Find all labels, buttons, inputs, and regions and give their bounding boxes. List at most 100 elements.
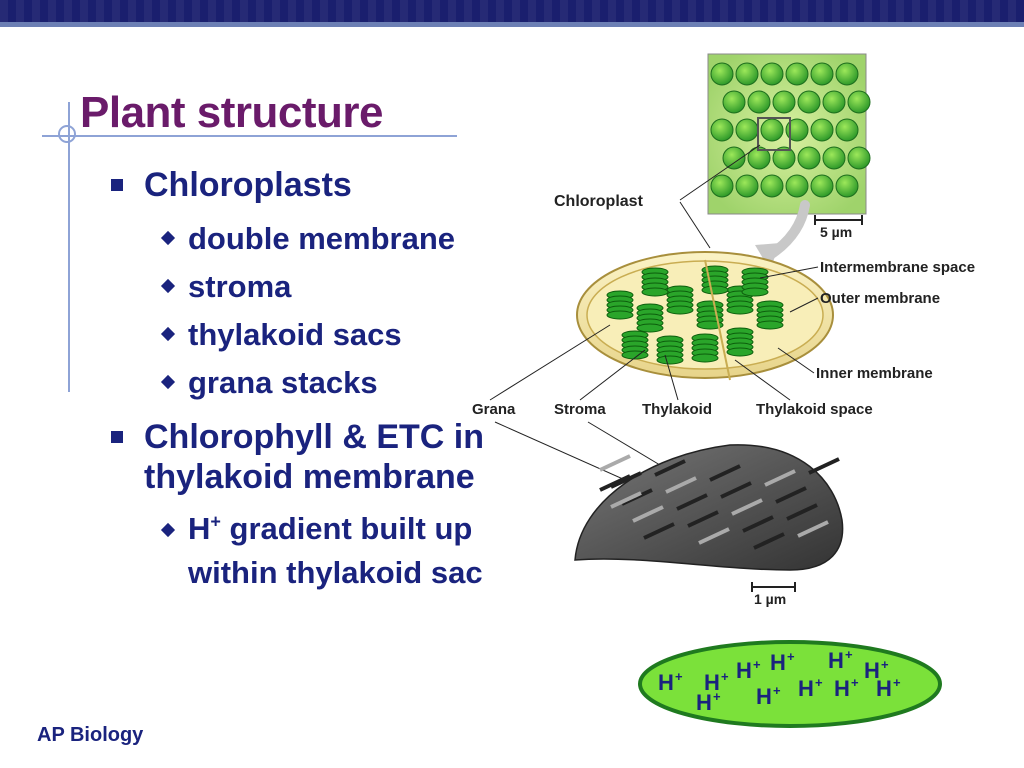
chloroplast-dot [797,146,821,170]
h-ion: H [864,658,880,683]
decorative-vertical-line [68,102,70,392]
chloroplast-dot [747,90,771,114]
list-item: thylakoid sacs [108,311,578,359]
chloroplast-dot [835,62,859,86]
list-item: stroma [108,263,578,311]
micrograph-streak [731,498,763,516]
chloroplast-dot [735,118,759,142]
zoom-arrowhead-icon [755,243,780,270]
chloroplast-micrograph [574,444,844,571]
label-thylakoid: Thylakoid [642,401,712,418]
micrograph-streak [676,493,708,511]
micrograph-streak [797,520,829,538]
micrograph-streak [808,457,840,475]
h-gradient-line2: within thylakoid sac [188,555,483,590]
micrograph-streak [742,515,774,533]
top-bar-pattern [0,0,1024,22]
slide-content: Chloroplasts double membrane stroma thyl… [108,165,578,595]
h-ion-charge: + [773,683,781,698]
list-item: double membrane [108,215,578,263]
label-grana: Grana [472,401,516,418]
list-item: grana stacks [108,359,578,407]
chloroplast-dot [797,90,821,114]
micrograph-streak [709,464,741,482]
h-ion-charge: + [815,675,823,690]
granum-disc [656,355,684,365]
granum-disc [741,287,769,297]
micrograph-streak [665,476,697,494]
bullet-h-gradient: H+ gradient built up within thylakoid sa… [108,507,578,595]
chloroplast-dot [735,62,759,86]
chloroplast-dot [785,62,809,86]
h-ion-charge: + [721,669,729,684]
chloroplast-dot [772,90,796,114]
micrograph-streak [687,510,719,528]
bullet-chlorophyll: Chlorophyll & ETC in thylakoid membrane [108,417,578,497]
granum-disc [606,310,634,320]
chloroplast-dot [760,118,784,142]
chloroplast-dot [847,90,871,114]
h-ion-charge: + [845,647,853,662]
top-bar-stripe [0,22,1024,27]
granum-disc [696,320,724,330]
h-ion-charge: + [893,675,901,690]
chloroplast-dot [722,90,746,114]
granum-disc [756,320,784,330]
bullet-chlorophyll-line2: thylakoid membrane [144,458,475,496]
h-ion-charge: + [753,657,761,672]
h-ion: H [756,684,772,709]
granum-disc [726,347,754,357]
h-gradient-line1: gradient built up [220,511,473,546]
h-ion: H [704,670,720,695]
chloroplast-dot [835,174,859,198]
cell-micrograph [707,53,871,215]
chloroplast-dot [835,118,859,142]
micrograph-streak [632,505,664,523]
granum-disc [641,287,669,297]
bullet-chlorophyll-line1: Chlorophyll & ETC in [144,418,484,456]
granum-disc [701,285,729,295]
chloroplast-dot [710,62,734,86]
micrograph-streak [764,469,796,487]
footer-label: AP Biology [37,724,144,746]
h-ion-charge: + [881,657,889,672]
scale-label-top: 5 µm [820,224,852,240]
chloroplast-dot [810,174,834,198]
micrograph-streak [786,503,818,521]
top-bar [0,0,1024,22]
chloroplast-dot [822,146,846,170]
bullet-chloroplasts: Chloroplasts [108,165,578,205]
micrograph-streak [654,459,686,477]
chloroplast-sublist: double membrane stroma thylakoid sacs gr… [108,215,578,407]
chloroplast-dot [710,118,734,142]
h-ion: H [770,650,786,675]
label-intermembrane-space: Intermembrane space [820,259,975,276]
scale-label-bottom: 1 µm [754,591,786,607]
chloroplast-dot [772,146,796,170]
h-ion-charge: + [210,511,221,532]
h-ion-charge: + [787,649,795,664]
chloroplast-dot [710,174,734,198]
thylakoid-sac-ellipse [638,640,942,728]
h-ion: H [876,676,892,701]
chloroplast-dot [735,174,759,198]
micrograph-streak [599,454,631,472]
micrograph-streak [720,481,752,499]
chloroplast-cutaway [576,251,834,381]
h-ion: H [658,670,674,695]
label-inner-membrane: Inner membrane [816,365,933,382]
label-chloroplast: Chloroplast [554,193,644,210]
granum-disc [666,305,694,315]
chloroplast-dot [822,90,846,114]
granum-disc [691,353,719,363]
h-ion: H [834,676,850,701]
micrograph-streak [753,532,785,550]
chloroplast-dot [760,174,784,198]
h-ion: H [736,658,752,683]
chloroplast-dot [785,118,809,142]
decorative-crosshair-icon [58,125,76,143]
granum-disc [726,305,754,315]
micrograph-streak [698,527,730,545]
chloroplast-dot [785,174,809,198]
h-ion: H [798,676,814,701]
